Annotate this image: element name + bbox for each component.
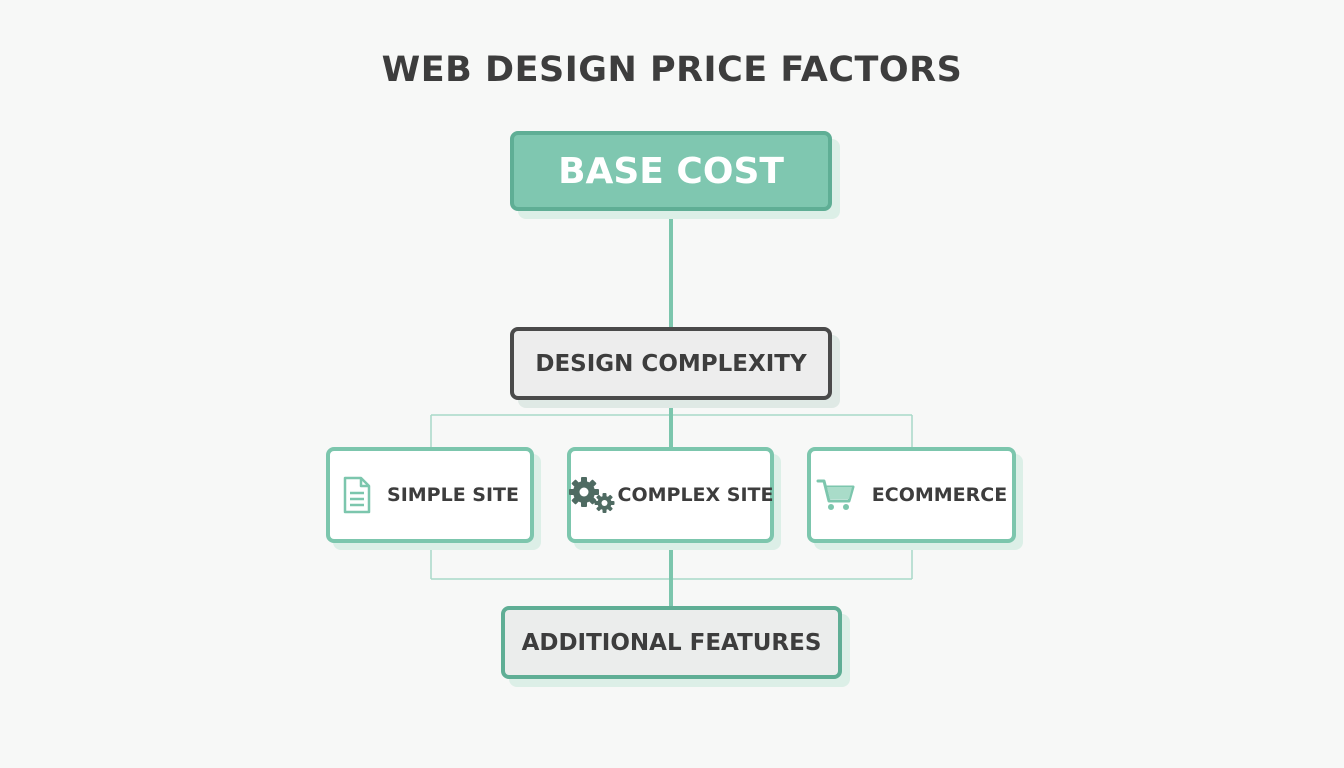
node-simple-site: SIMPLE SITE (326, 447, 534, 543)
node-complex-site-label: COMPLEX SITE (617, 484, 774, 506)
node-simple-site-label: SIMPLE SITE (387, 484, 519, 506)
node-ecommerce-label: ECOMMERCE (871, 484, 1008, 506)
node-additional-features: ADDITIONAL FEATURES (501, 606, 842, 679)
document-icon (341, 476, 373, 514)
node-additional-features-label: ADDITIONAL FEATURES (521, 629, 822, 656)
node-base-cost-label: BASE COST (558, 150, 784, 192)
node-ecommerce: ECOMMERCE (807, 447, 1016, 543)
diagram-title: WEB DESIGN PRICE FACTORS (381, 50, 963, 90)
gears-icon (568, 476, 616, 514)
node-design-complexity-label: DESIGN COMPLEXITY (535, 350, 807, 377)
shopping-cart-icon (816, 477, 856, 513)
node-complex-site: COMPLEX SITE (567, 447, 774, 543)
node-design-complexity: DESIGN COMPLEXITY (510, 327, 832, 400)
node-base-cost: BASE COST (510, 131, 832, 211)
